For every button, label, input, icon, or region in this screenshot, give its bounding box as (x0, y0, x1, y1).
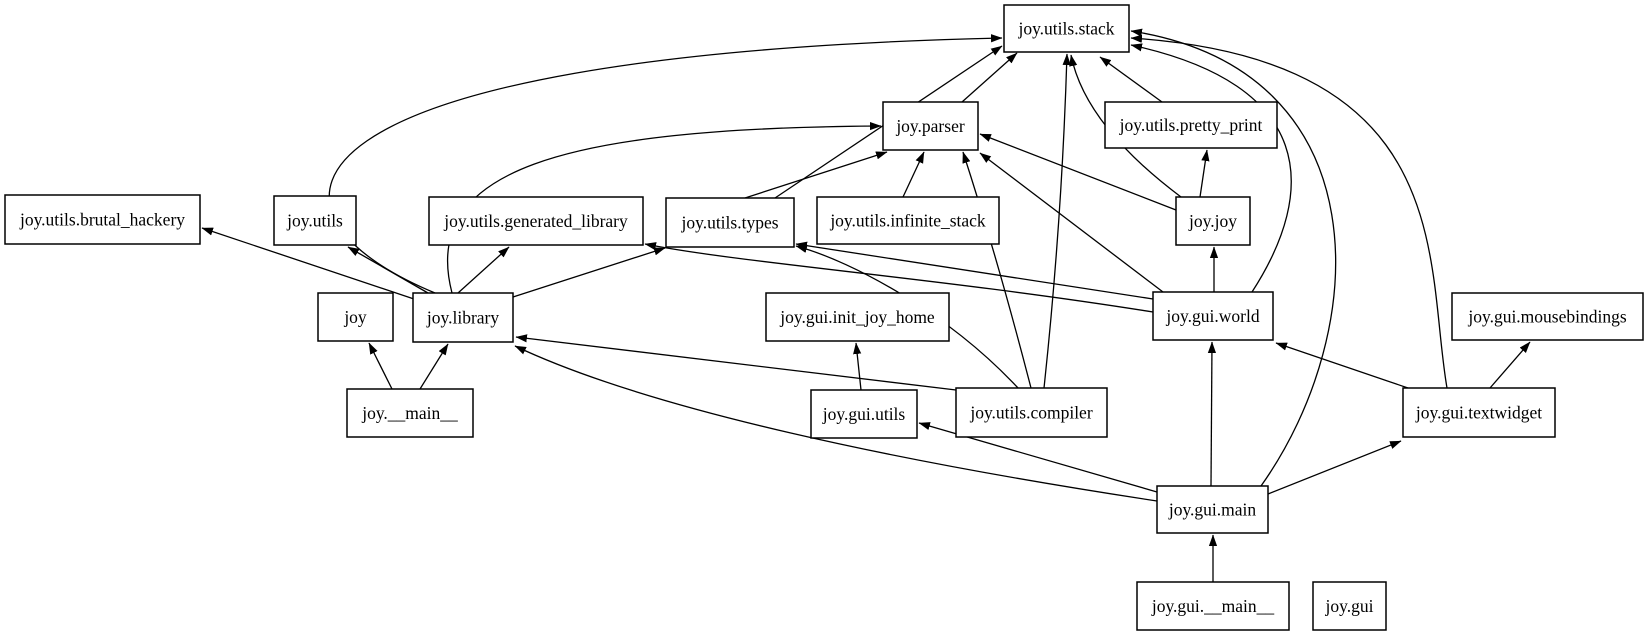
node-label-joy-utils-stack: joy.utils.stack (1017, 19, 1114, 39)
node-label-joy-utils: joy.utils (286, 211, 343, 231)
node-joy-gui-textwidget: joy.gui.textwidget (1402, 387, 1556, 438)
nodes-layer: joy.utils.stack joy.parser joy.utils.prett… (4, 4, 1644, 631)
edge-joy-utils-infinite-stack-to-joy-parser (902, 151, 925, 198)
edge-joy-joy-to-joy-utils-pretty-print (1199, 149, 1210, 198)
edge-joy-gui-textwidget-to-joy-gui-world (1275, 342, 1409, 389)
node-label-joy-utils-types: joy.utils.types (680, 213, 778, 233)
node-joy-utils-generated-library: joy.utils.generated_library (428, 196, 644, 246)
node-joy-utils: joy.utils (273, 195, 357, 246)
node-box-joy-gui-main (1156, 485, 1269, 534)
node-box-joy-gui-mousebindings (1451, 292, 1644, 341)
node-box-joy-gui-world (1152, 291, 1274, 341)
node-label-joy-gui: joy.gui (1325, 596, 1374, 616)
node-joy-utils-pretty-print: joy.utils.pretty_print (1104, 101, 1278, 149)
node-joy-utils-compiler: joy.utils.compiler (955, 387, 1108, 438)
edge-joy-library-to-joy-utils-generated-library (457, 246, 510, 294)
node-box-joy-utils-pretty-print (1104, 101, 1278, 149)
edge-joy-joy-to-joy-parser (979, 133, 1177, 211)
node-label-joy-gui-init-joy-home: joy.gui.init_joy_home (779, 307, 935, 327)
node-label-joy-utils-pretty-print: joy.utils.pretty_print (1119, 115, 1263, 135)
node-box-joy-utils-stack (1003, 4, 1130, 53)
node-label-joy-gui-main: joy.gui.__main__ (1151, 596, 1275, 616)
node-joy-utils-brutal-hackery: joy.utils.brutal_hackery (4, 194, 201, 245)
node-label-joy-utils-compiler: joy.utils.compiler (969, 403, 1092, 423)
node-box-joy-utils-types (665, 197, 795, 248)
edge-joy-gui-world-to-joy-utils-types (795, 241, 1154, 300)
edge-joy-utils-compiler-to-joy-parser (962, 151, 1032, 389)
node-label-joy-gui-mousebindings: joy.gui.mousebindings (1467, 307, 1627, 327)
node-label-joy-gui-textwidget: joy.gui.textwidget (1415, 403, 1542, 423)
node-box-joy-utils-infinite-stack (816, 196, 1000, 245)
node-joy-gui-init-joy-home: joy.gui.init_joy_home (765, 292, 950, 342)
node-joy-utils-infinite-stack: joy.utils.infinite_stack (816, 196, 1000, 245)
edge-joy-gui-main-to-joy-gui-world (1207, 341, 1217, 487)
node-box-joy-utils-compiler (955, 387, 1108, 438)
edge-joy-library-to-joy-utils-types (512, 247, 666, 298)
node-joy-joy: joy.joy (1175, 196, 1251, 246)
edge-joy-gui-utils-to-joy-gui-init-joy-home (853, 342, 862, 391)
edge-joy-utils-compiler-to-joy-utils-stack (1043, 53, 1071, 389)
edge-joy-parser-to-joy-utils-stack (961, 52, 1018, 103)
edge-joy-utils-types-to-joy-parser (744, 151, 888, 199)
node-box-joy-utils-brutal-hackery (4, 194, 201, 245)
node-joy-gui-utils: joy.gui.utils (810, 389, 918, 439)
node-box-joy-joy (1175, 196, 1251, 246)
node-box-joy-parser (882, 101, 979, 151)
node-box-joy-utils-generated-library (428, 196, 644, 246)
node-label-joy-gui-main: joy.gui.main (1168, 500, 1257, 520)
node-joy-utils-stack: joy.utils.stack (1003, 4, 1130, 53)
node-label-joy-joy: joy.joy (1188, 211, 1237, 231)
edge-joy-gui-world-to-joy-utils-generated-library (644, 242, 1154, 313)
node-label-joy-gui-world: joy.gui.world (1165, 306, 1259, 326)
node-box-joy-gui (1312, 581, 1387, 631)
edge-joy-gui-main-to-joy-library (514, 345, 1158, 502)
node-label-joy-utils-generated-library: joy.utils.generated_library (443, 211, 628, 231)
node-box-joy-main (346, 388, 474, 438)
node-box-joy-gui-init-joy-home (765, 292, 950, 342)
node-joy-gui-world: joy.gui.world (1152, 291, 1274, 341)
node-label-joy-utils-infinite-stack: joy.utils.infinite_stack (829, 211, 986, 231)
edge-joy-gui-main-to-joy-gui-textwidget (1267, 440, 1402, 495)
edge-joy-utils-pretty-print-to-joy-utils-stack (1099, 56, 1163, 103)
node-joy-library: joy.library (412, 292, 514, 343)
node-joy: joy (317, 292, 394, 342)
node-box-joy (317, 292, 394, 342)
node-joy-utils-types: joy.utils.types (665, 197, 795, 248)
node-box-joy-gui-main (1136, 581, 1290, 631)
node-joy-gui-mousebindings: joy.gui.mousebindings (1451, 292, 1644, 341)
node-joy-gui-main: joy.gui.__main__ (1136, 581, 1290, 631)
node-box-joy-gui-utils (810, 389, 918, 439)
edge-joy-gui-world-to-joy-parser (979, 152, 1164, 293)
node-box-joy-utils (273, 195, 357, 246)
node-label-joy-library: joy.library (426, 308, 499, 328)
edge-joy-gui-world-to-joy-utils-stack (1130, 43, 1292, 293)
node-joy-main: joy.__main__ (346, 388, 474, 438)
edge-joy-utils-compiler-to-joy-library (515, 334, 957, 391)
node-box-joy-gui-textwidget (1402, 387, 1556, 438)
node-label-joy-utils-brutal-hackery: joy.utils.brutal_hackery (19, 210, 185, 230)
node-joy-gui-main: joy.gui.main (1156, 485, 1269, 534)
node-box-joy-library (412, 292, 514, 343)
edge-joy-library-to-joy-parser (446, 121, 882, 294)
node-joy-gui: joy.gui (1312, 581, 1387, 631)
node-label-joy-parser: joy.parser (895, 116, 965, 136)
edge-joy-main-to-joy-library (419, 343, 449, 390)
edge-joy-gui-textwidget-to-joy-utils-stack (1130, 34, 1448, 389)
edge-joy-gui-main-to-joy-utils-stack (1130, 28, 1337, 487)
node-label-joy: joy (343, 307, 367, 327)
edge-joy-library-to-joy-utils-brutal-hackery (201, 227, 415, 300)
edge-joy-main-to-joy (368, 342, 393, 390)
node-label-joy-gui-utils: joy.gui.utils (822, 404, 906, 424)
edge-joy-library-to-joy-utils-stack (328, 34, 1003, 294)
node-label-joy-main: joy.__main__ (361, 403, 458, 423)
edge-joy-gui-textwidget-to-joy-gui-mousebindings (1489, 341, 1531, 389)
node-joy-parser: joy.parser (882, 101, 979, 151)
